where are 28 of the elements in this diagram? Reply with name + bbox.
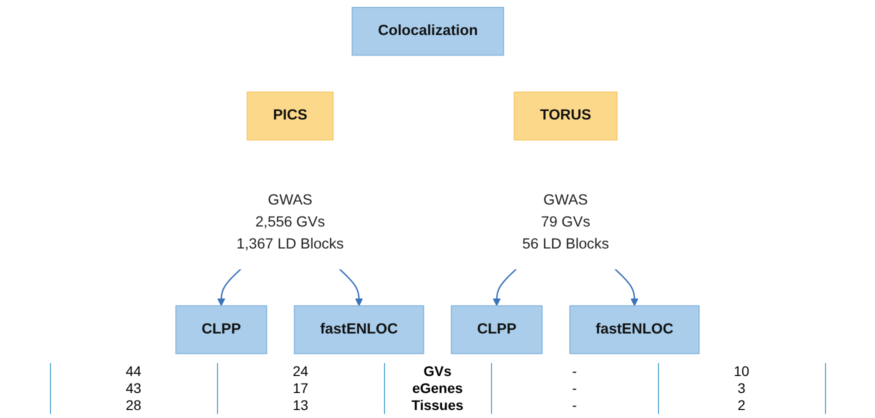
table-cell: 44 <box>50 363 217 380</box>
row-header: Tissues <box>384 397 491 414</box>
node-box: Colocalization <box>352 6 504 56</box>
node-box: fastENLOC <box>294 305 424 354</box>
table-cell: 43 <box>50 380 217 397</box>
arrow <box>338 268 364 306</box>
node-text: GWAS 79 GVs 56 LD Blocks <box>522 192 610 252</box>
node-box: TORUS <box>514 92 618 140</box>
arrow <box>614 268 639 306</box>
table-cell: - <box>491 380 658 397</box>
node-box: fastENLOC <box>569 305 700 354</box>
table-cell: 3 <box>658 380 825 397</box>
table-cell: - <box>491 363 658 380</box>
table-cell: 28 <box>50 397 217 414</box>
node-text: GWAS 2,556 GVs 1,367 LD Blocks <box>236 192 344 252</box>
node-box: CLPP <box>175 305 268 354</box>
row-header: GVs <box>384 363 491 380</box>
table-cell: 24 <box>217 363 384 380</box>
table-cell: 17 <box>217 380 384 397</box>
table-cell: 10 <box>658 363 825 380</box>
arrow <box>217 268 242 306</box>
row-header: eGenes <box>384 380 491 397</box>
node-box: PICS <box>246 92 334 140</box>
table-cell: - <box>491 397 658 414</box>
table-cell: 2 <box>658 397 825 414</box>
arrow <box>492 268 517 306</box>
table-cell: 13 <box>217 397 384 414</box>
node-box: CLPP <box>450 305 543 354</box>
